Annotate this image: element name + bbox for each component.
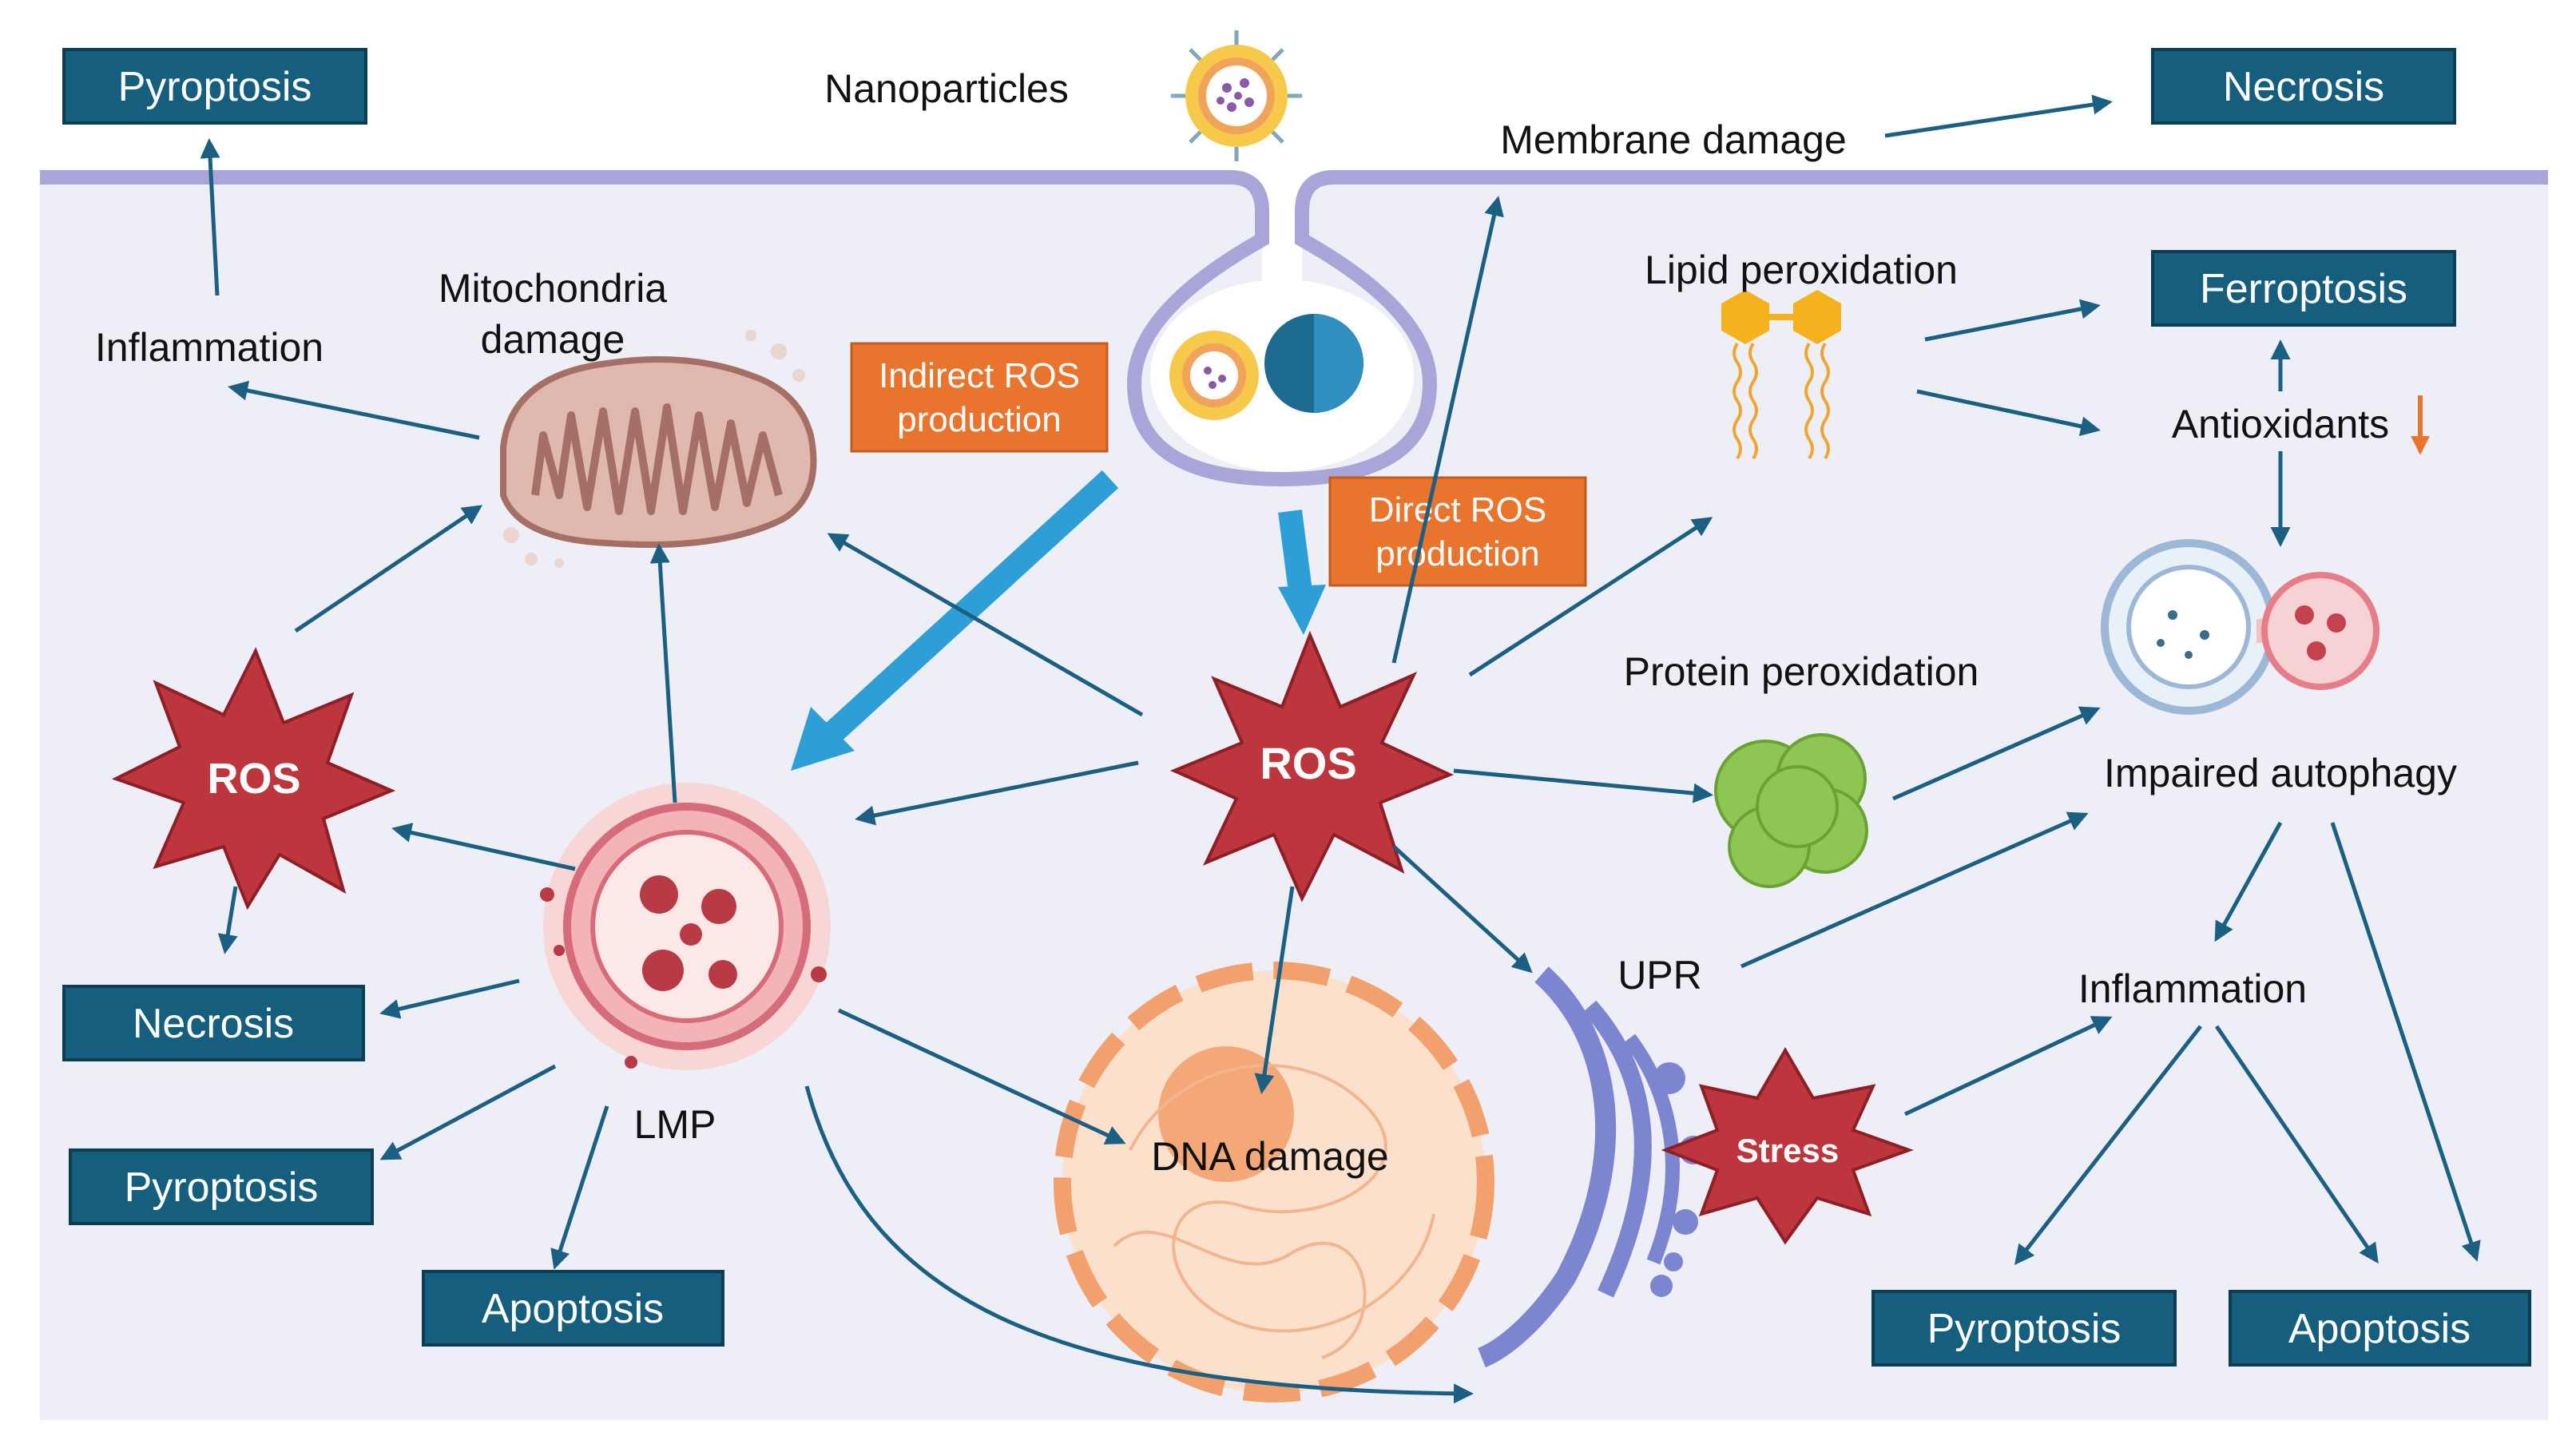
stress-star-shape [1661,1047,1914,1245]
thick-arrowhead-direct [1278,585,1326,635]
protein-aggregate-icon [1714,733,1868,888]
arrow-protein-to-autophagy [1891,706,2101,801]
pyroptosis-right-box [1871,1290,2177,1367]
arrow-lipid-to-antioxidants [1916,389,2101,437]
arrow-lmp-to-apoptosis [550,1105,609,1270]
mitochondria-damage-label-line2: damage [481,317,625,362]
stress-star-label: Stress [1737,1132,1839,1169]
apoptosis-right-box [2229,1290,2531,1367]
indirect-ros-line2: production [897,400,1061,439]
arrow-lipid-to-ferroptosis [1924,299,2101,342]
lysosome-icon [540,783,831,1070]
ferroptosis-box [2151,250,2456,327]
arrow-ros-to-membrane [1391,196,1504,664]
membrane-damage-label: Membrane damage [1500,117,1847,162]
lmp-label: LMP [634,1102,716,1147]
arrow-ros-left-to-mito [294,505,483,633]
nanoparticle-icon [1171,30,1302,161]
arrow-lmp-to-pyroptosis [379,1064,557,1160]
arrow-lmp-to-ros-left [391,823,576,871]
thick-arrow-direct [1278,510,1312,593]
nanoparticles-label: Nanoparticles [824,66,1069,111]
ros-star-left-shape [111,647,396,910]
arrow-inflammation-to-pyroptosis [200,138,220,296]
protein-peroxidation-label: Protein peroxidation [1624,649,1979,694]
mitochondrion-icon [500,330,817,568]
pyroptosis-top-left-label: Pyroptosis [118,64,312,110]
arrow-inflammation-to-pyroptosis-right [2014,1025,2202,1265]
arrow-ros-to-dna [1254,886,1295,1094]
autophagosome-icon [2101,539,2380,715]
mitochondria-damage-label-line1: Mitochondria [439,266,667,311]
arrow-ros-to-lipid [1468,517,1713,677]
pyroptosis-left-box [69,1148,374,1225]
arrow-membrane-to-necrosis [1884,94,2113,138]
lipid-bilayer-icon [1721,290,1841,460]
apoptosis-right-label: Apoptosis [2288,1306,2471,1352]
dna-damage-label: DNA damage [1151,1134,1388,1179]
ros-star-center-shape [1169,630,1455,902]
nucleus-icon [1054,962,1494,1402]
arrow-autophagy-to-apoptosis [2330,822,2481,1262]
indirect-ros-box [850,342,1109,453]
arrow-ros-to-mito [827,533,1144,717]
arrow-ros-to-protein [1453,768,1713,803]
necrosis-top-right-label: Necrosis [2223,64,2384,110]
arrow-group [200,94,2481,1404]
arrow-ros-to-lmp [855,760,1139,826]
arrow-mito-to-inflammation [228,380,480,440]
arrow-ros-to-upr [1392,845,1533,974]
necrosis-left-box [62,985,365,1061]
arrow-ros-left-to-necrosis [217,886,238,954]
ros-star-left-label: ROS [207,755,300,803]
necrosis-top-right-box [2151,48,2456,125]
necrosis-left-label: Necrosis [133,1001,294,1047]
direct-ros-line2: production [1375,534,1539,573]
inflammation-left-label: Inflammation [95,325,323,370]
upr-label: UPR [1617,953,1702,998]
direct-ros-line1: Direct ROS [1369,490,1546,530]
arrow-lmp-to-mito [649,543,677,803]
arrow-inflammation-to-apoptosis-right [2214,1025,2379,1264]
inflammation-right-label: Inflammation [2078,966,2307,1011]
arrow-lmp-to-necrosis [379,978,520,1019]
pyroptosis-top-left-box [62,48,367,125]
arrow-lmp-to-dna [837,1008,1126,1144]
arrow-lmp-to-er [804,1085,1474,1404]
pyroptosis-right-label: Pyroptosis [1927,1306,2122,1352]
antioxidants-label: Antioxidants [2172,402,2389,446]
impaired-autophagy-label: Impaired autophagy [2104,751,2457,795]
direct-ros-box [1328,476,1587,587]
thick-arrow-indirect [822,470,1119,744]
blue-sphere-icon [1264,314,1363,413]
arrow-autophagy-to-inflammation [2214,821,2283,942]
arrow-stress-to-inflammation [1903,1016,2113,1117]
apoptosis-left-label: Apoptosis [482,1286,664,1332]
ferroptosis-label: Ferroptosis [2200,266,2407,312]
apoptosis-left-box [422,1270,724,1347]
arrow-upr-to-autophagy [1740,811,2089,969]
indirect-ros-line1: Indirect ROS [879,356,1080,395]
cell-membrane [40,170,2548,487]
ros-star-center-label: ROS [1260,738,1356,788]
internalized-nanoparticle-icon [1169,331,1259,420]
lipid-peroxidation-label: Lipid peroxidation [1645,248,1958,292]
pyroptosis-left-label: Pyroptosis [125,1164,319,1211]
thick-arrowhead-indirect [791,707,855,771]
